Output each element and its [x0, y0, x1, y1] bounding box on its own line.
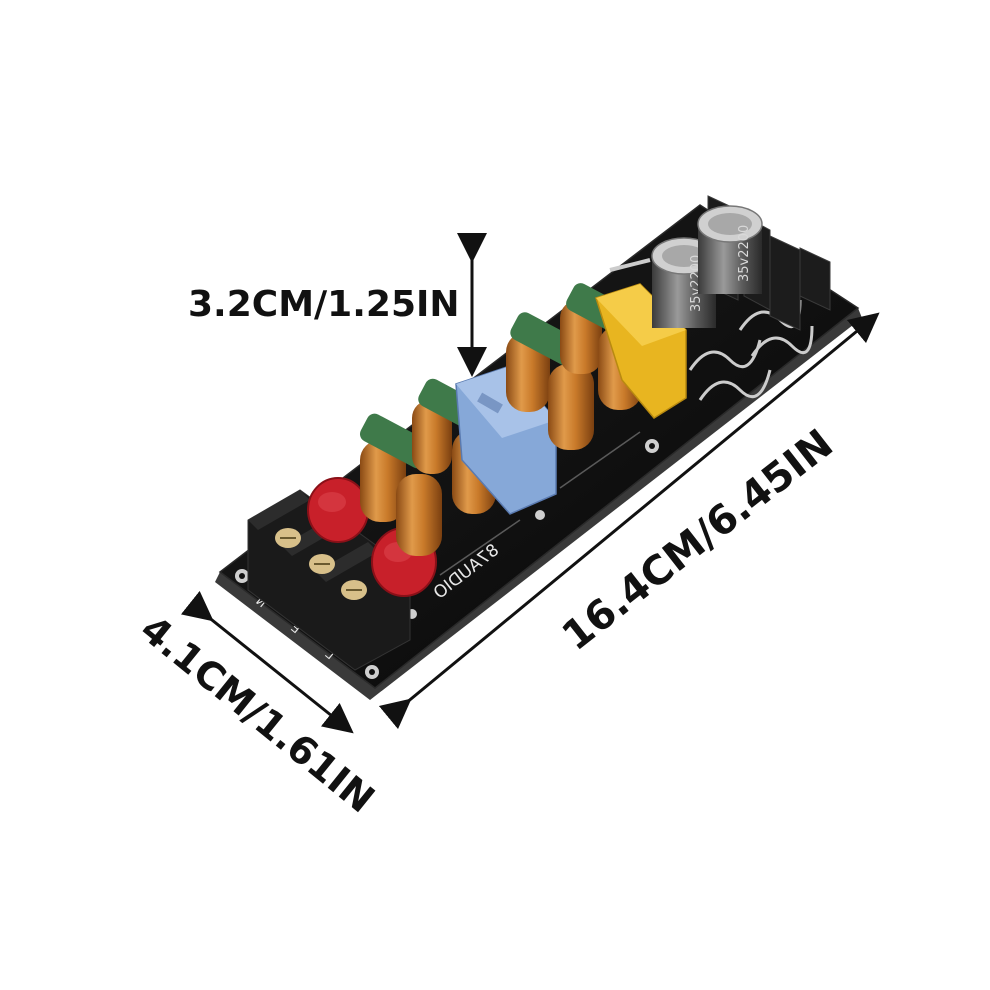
screw-terminal — [309, 554, 335, 574]
screw-terminal — [341, 580, 367, 600]
mount-hole — [535, 510, 545, 520]
length-dimension-arrow — [378, 312, 880, 730]
capacitor-marking: 35v2200 — [737, 225, 752, 282]
mount-hole — [239, 573, 245, 579]
height-dimension-label: 3.2CM/1.25IN — [188, 284, 460, 325]
mount-hole — [369, 669, 375, 675]
screw-terminal — [275, 528, 301, 548]
varistor — [307, 477, 369, 543]
width-dimension-arrow — [180, 590, 354, 734]
mount-hole — [649, 443, 655, 449]
electrolytic-capacitor: 35v2200 — [697, 205, 763, 294]
